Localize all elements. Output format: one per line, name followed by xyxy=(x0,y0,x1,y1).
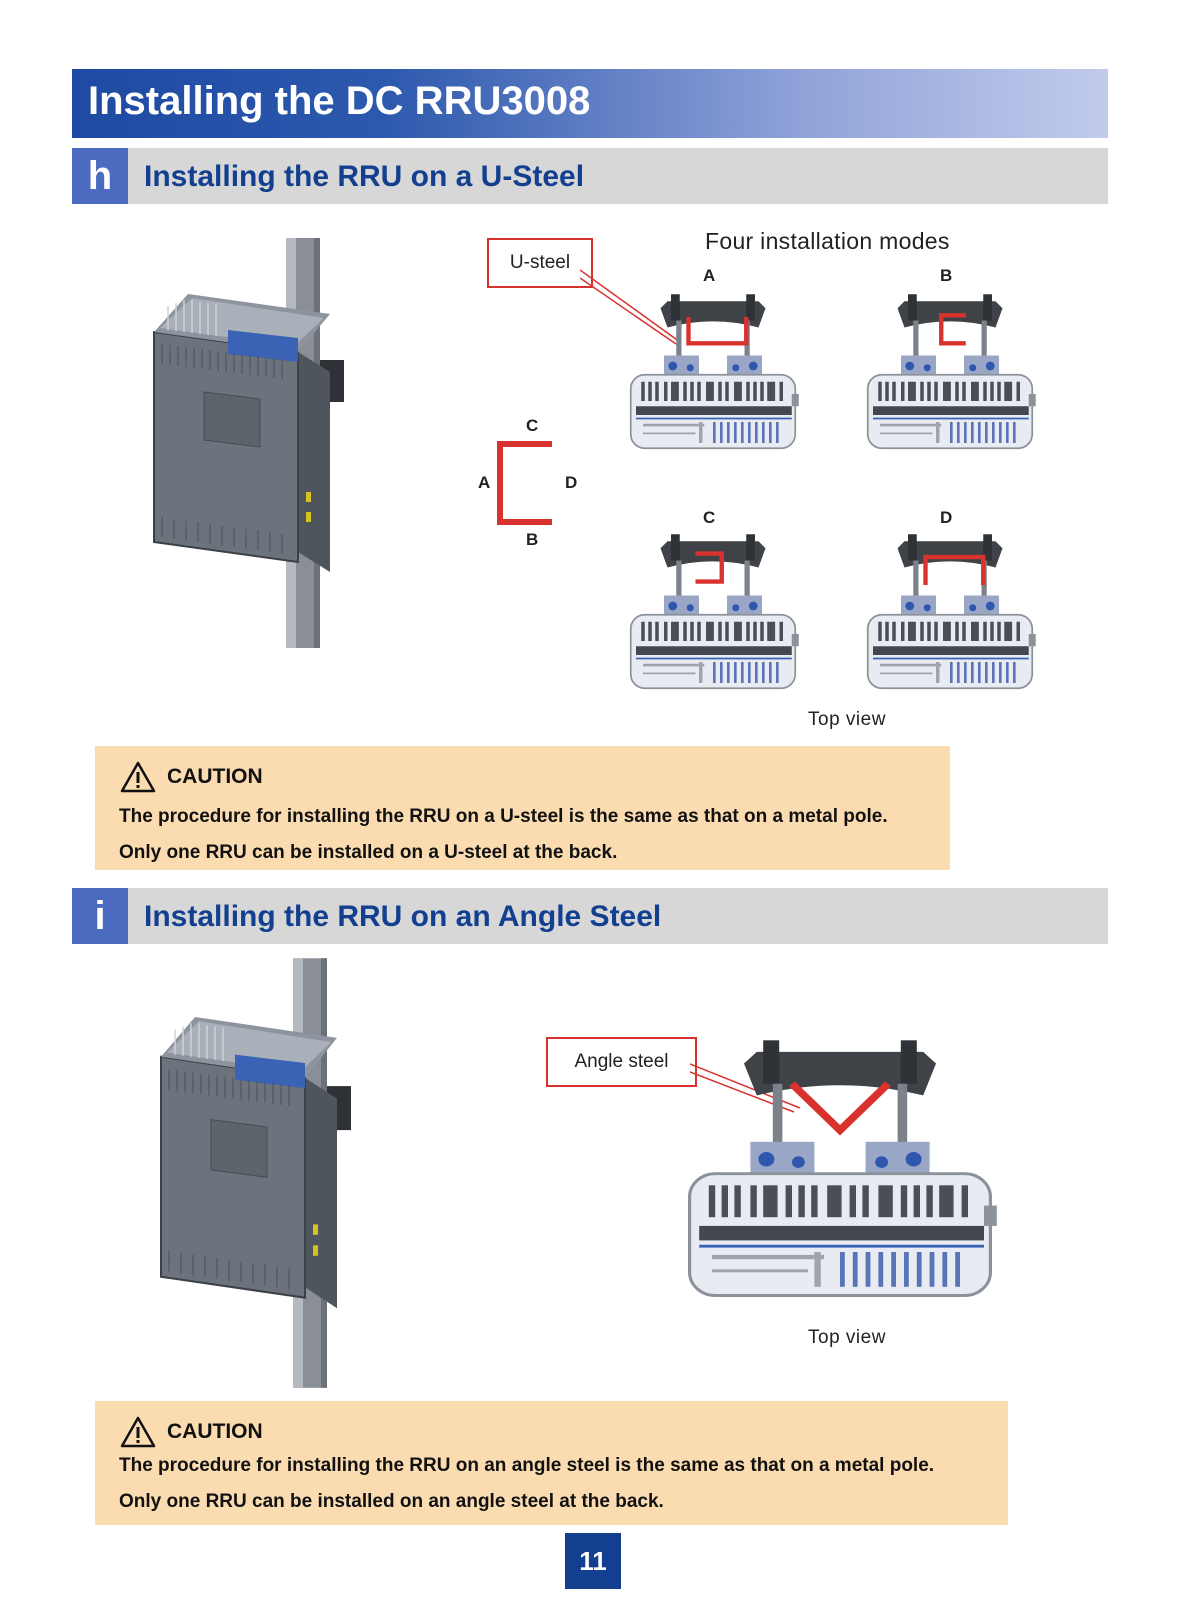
profile-label-bottom: B xyxy=(526,530,539,549)
caution-box-u-steel: CAUTION The procedure for installing the… xyxy=(95,746,950,870)
section-title-u-steel: Installing the RRU on a U-Steel xyxy=(144,160,585,193)
page-title: Installing the DC RRU3008 xyxy=(88,79,591,123)
warning-triangle-icon xyxy=(120,761,156,793)
mode-c-top-view xyxy=(629,533,800,690)
mode-label-a: A xyxy=(703,266,716,285)
section-title-angle-steel: Installing the RRU on an Angle Steel xyxy=(144,900,662,933)
mode-label-c: C xyxy=(703,508,716,527)
mode-label-d: D xyxy=(940,508,953,527)
caution-line-2: Only one RRU can be installed on an angl… xyxy=(119,1491,664,1512)
section-letter-h: h xyxy=(72,148,128,204)
title-bar: Installing the DC RRU3008 xyxy=(72,69,1108,138)
angle-steel-callout: Angle steel xyxy=(546,1037,697,1087)
caution-line-1: The procedure for installing the RRU on … xyxy=(119,806,888,827)
u-steel-callout-pointer xyxy=(580,269,681,345)
rru-on-u-steel-illustration xyxy=(153,237,345,649)
caution-line-1: The procedure for installing the RRU on … xyxy=(119,1455,935,1476)
section-header-u-steel: h Installing the RRU on a U-Steel xyxy=(72,148,1108,204)
section-header-angle-steel: i Installing the RRU on an Angle Steel xyxy=(72,888,1108,944)
top-view-caption-angle-steel: Top view xyxy=(808,1327,886,1348)
modes-title: Four installation modes xyxy=(705,228,950,254)
mode-a-top-view xyxy=(629,293,800,450)
top-view-caption-u-steel: Top view xyxy=(808,709,886,730)
profile-label-left: A xyxy=(478,473,491,492)
profile-label-right: D xyxy=(565,473,578,492)
u-steel-callout: U-steel xyxy=(487,238,593,288)
profile-label-top: C xyxy=(526,416,539,435)
mode-d-top-view xyxy=(866,533,1037,690)
caution-box-angle-steel: CAUTION The procedure for installing the… xyxy=(95,1401,1008,1525)
mode-b-top-view xyxy=(866,293,1037,450)
caution-heading: CAUTION xyxy=(167,1420,263,1443)
angle-steel-top-view xyxy=(687,1038,999,1298)
caution-line-2: Only one RRU can be installed on a U-ste… xyxy=(119,842,618,863)
u-steel-profile-diagram xyxy=(497,441,552,525)
caution-heading: CAUTION xyxy=(167,765,263,788)
rru-on-angle-steel-illustration xyxy=(159,957,353,1389)
warning-triangle-icon xyxy=(120,1416,156,1448)
mode-label-b: B xyxy=(940,266,953,285)
page-number: 11 xyxy=(565,1533,621,1589)
section-letter-i: i xyxy=(72,888,128,944)
